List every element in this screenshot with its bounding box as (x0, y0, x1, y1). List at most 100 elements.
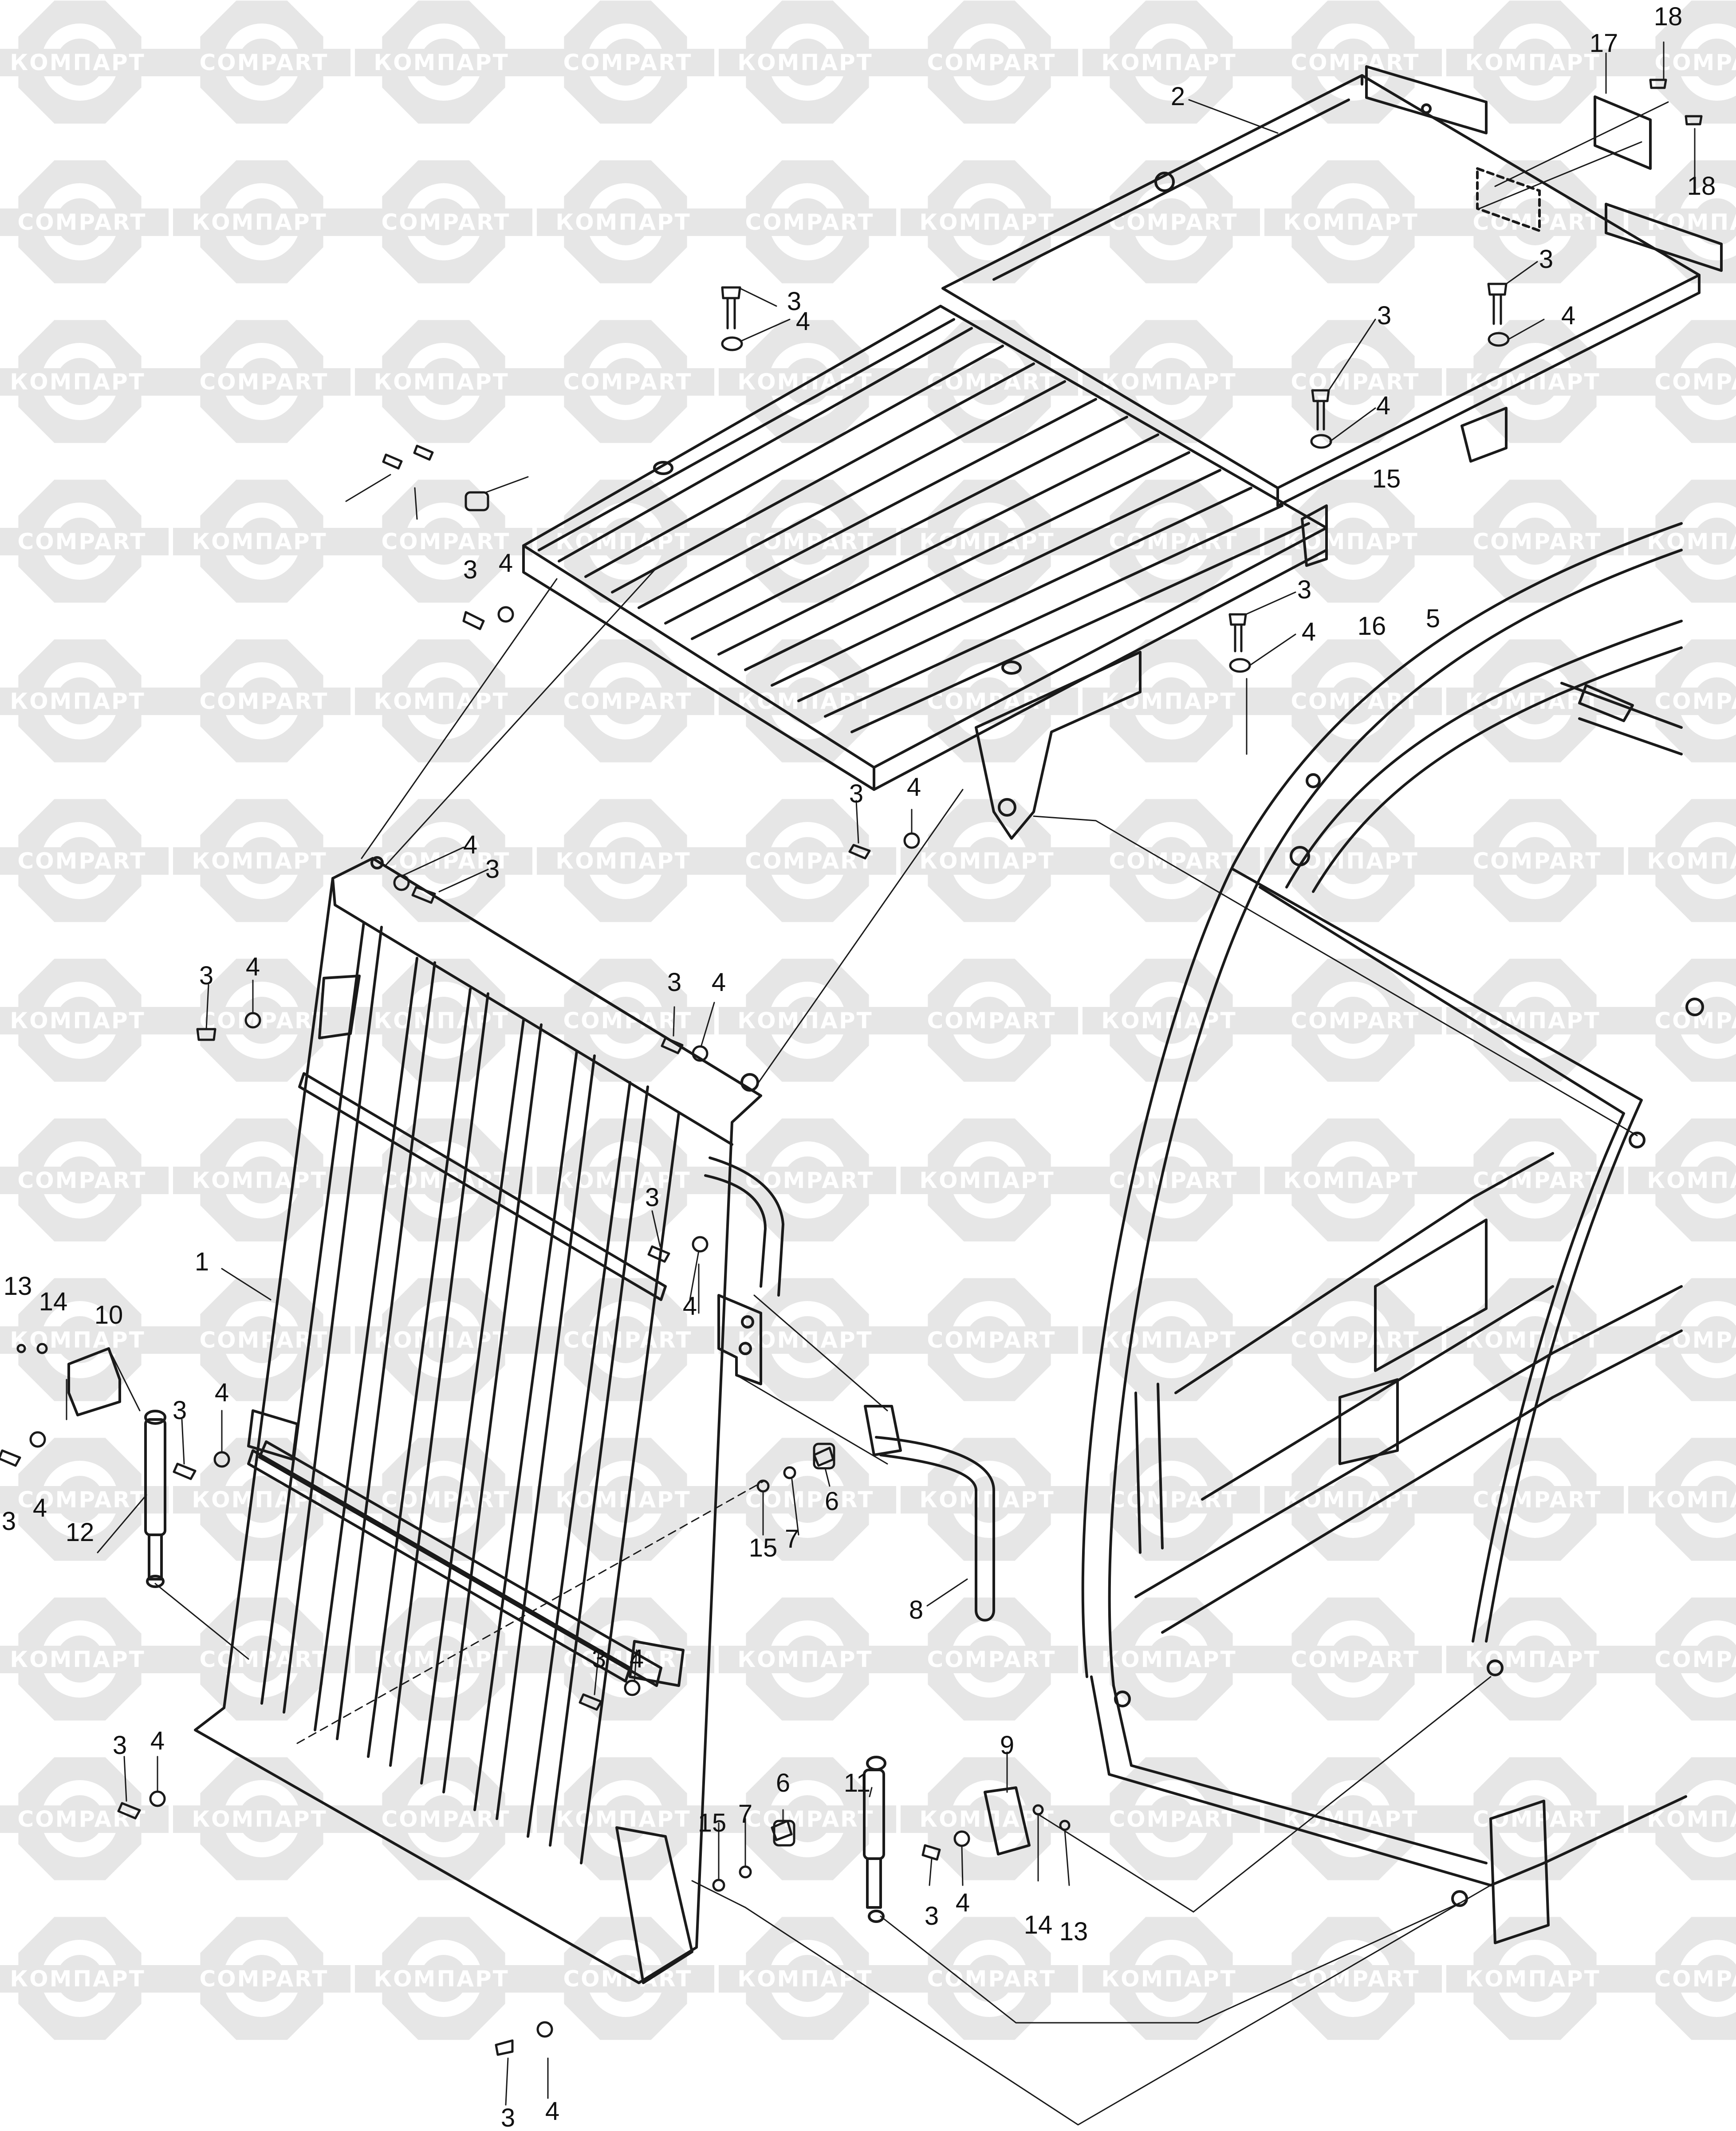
callout-number: 3 (500, 2103, 516, 2131)
watermark-text-ru: КОМПАРТ (374, 1966, 509, 1992)
callout-number: 4 (245, 952, 260, 981)
watermark-band (1628, 1805, 1736, 1833)
watermark-band (355, 49, 714, 76)
callout-number: 6 (775, 1769, 791, 1797)
watermark-band (0, 688, 350, 715)
watermark-band (355, 1965, 714, 1993)
callout-number: 4 (629, 1644, 644, 1673)
roof-panel (941, 65, 1723, 567)
watermark-band (1083, 688, 1442, 715)
watermark-text-ru: КОМПАРТ (1283, 848, 1418, 874)
watermark-band (1628, 847, 1736, 875)
watermark-band (0, 1326, 350, 1354)
watermark-text-en: COMPART (1472, 1487, 1602, 1513)
watermark-text-en: COMPART (199, 1647, 328, 1672)
callout-number: 3 (199, 961, 214, 990)
callout-number: 12 (65, 1518, 94, 1547)
fasteners (0, 79, 1703, 2056)
watermark-text-ru: КОМПАРТ (919, 1168, 1055, 1193)
watermark-band (355, 1326, 714, 1354)
watermark-band (0, 1007, 350, 1034)
callout-number: 6 (824, 1487, 839, 1516)
watermark-text-ru: КОМПАРТ (10, 1327, 145, 1353)
watermark-text-en: COMPART (1654, 1966, 1736, 1992)
watermark-text-ru: КОМПАРТ (1101, 369, 1236, 395)
watermark-band (0, 49, 350, 76)
watermark-band (1083, 1007, 1442, 1034)
watermark-text-ru: КОМПАРТ (192, 1168, 327, 1193)
callout-number: 18 (1687, 172, 1716, 201)
watermark-text-ru: КОМПАРТ (10, 1008, 145, 1034)
callout-number: 4 (1301, 617, 1316, 646)
callout-number: 4 (795, 307, 811, 336)
handrail (704, 1156, 995, 1622)
watermark-text-en: COMPART (1654, 50, 1736, 75)
callout-number: 3 (1, 1507, 16, 1536)
watermark-text-ru: КОМПАРТ (10, 369, 145, 395)
watermark-band (1264, 1486, 1624, 1514)
watermark-text-ru: КОМПАРТ (10, 50, 145, 75)
watermark-text-ru: КОМПАРТ (10, 1966, 145, 1992)
watermark-text-en: COMPART (563, 1008, 692, 1034)
cab-frame (1081, 522, 1704, 1944)
callout-number: 15 (1372, 464, 1401, 493)
watermark-text-en: COMPART (1291, 1008, 1420, 1034)
watermark-text-en: COMPART (199, 1966, 328, 1992)
watermark-logo: КОМПАРТ COMPART (0, 1278, 350, 1401)
callout-number: 3 (591, 1644, 606, 1673)
callout-number: 4 (545, 2097, 560, 2126)
watermark-text-en: COMPART (1291, 50, 1420, 75)
watermark-band (1446, 1965, 1736, 1993)
watermark-text-ru: КОМПАРТ (1647, 848, 1736, 874)
watermark-text-en: COMPART (1109, 529, 1238, 554)
watermark-text-ru: КОМПАРТ (1647, 529, 1736, 554)
watermark-text-en: COMPART (1472, 1168, 1602, 1193)
callout-number: 3 (1377, 301, 1392, 330)
callout-number: 18 (1653, 2, 1683, 31)
watermark-band (1083, 1326, 1442, 1354)
callout-number: 3 (667, 968, 682, 997)
watermark-band (719, 1646, 1078, 1673)
roof-grille (522, 305, 1328, 840)
watermark-text-en: COMPART (745, 209, 874, 235)
watermark-text-en: COMPART (17, 848, 146, 874)
callout-number: 3 (1539, 245, 1554, 274)
watermark-band (537, 1805, 896, 1833)
label-plate (1594, 95, 1652, 170)
watermark-band (0, 368, 350, 396)
watermark-text-en: COMPART (1654, 1647, 1736, 1672)
watermark-band (0, 208, 169, 236)
watermark-text-en: COMPART (563, 50, 692, 75)
watermark-band (537, 1167, 896, 1194)
watermark-text-en: COMPART (199, 1327, 328, 1353)
watermark-text-en: COMPART (1109, 848, 1238, 874)
watermark-band (173, 847, 532, 875)
callout-number: 14 (39, 1287, 68, 1316)
watermark-band (719, 1007, 1078, 1034)
watermark-band (719, 1326, 1078, 1354)
watermark-band (1264, 1167, 1624, 1194)
watermark-band (1446, 49, 1736, 76)
watermark-text-en: COMPART (927, 1008, 1056, 1034)
watermark-text-ru: КОМПАРТ (10, 1647, 145, 1672)
callout-number: 3 (924, 1902, 939, 1930)
watermark-logo: КОМПАРТ COMPART (0, 1917, 350, 2040)
watermark-text-ru: КОМПАРТ (1283, 209, 1418, 235)
callout-number: 11 (843, 1769, 871, 1797)
